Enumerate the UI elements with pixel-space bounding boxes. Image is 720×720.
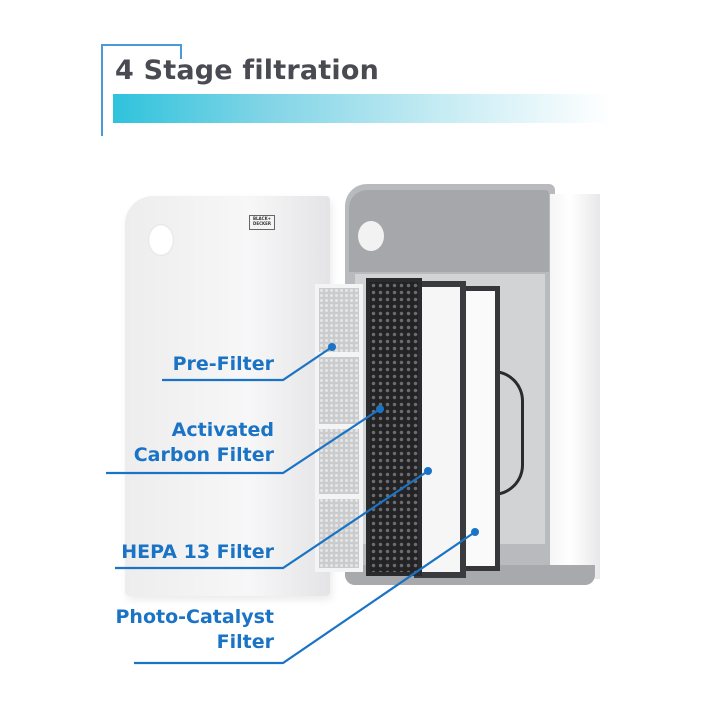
- label-photo-catalyst-filter: Photo-Catalyst Filter: [116, 605, 275, 655]
- carbon-filter: [366, 278, 422, 576]
- brand-logo: BLACK+ DECKER: [249, 215, 275, 230]
- label-pre-filter: Pre-Filter: [173, 352, 274, 377]
- unit-sensor-circle: [358, 221, 384, 251]
- label-line: Photo-Catalyst: [115, 606, 275, 628]
- header-frame-left: [101, 44, 103, 136]
- unit-side-cover: [550, 194, 600, 579]
- label-carbon-filter: Activated Carbon Filter: [134, 418, 274, 468]
- panel-sensor-hole: [148, 224, 174, 256]
- label-line: Pre-Filter: [172, 353, 274, 375]
- page-title: 4 Stage filtration: [115, 55, 380, 86]
- label-line: Activated: [171, 419, 274, 441]
- brand-logo-line2: DECKER: [253, 221, 271, 226]
- pre-filter-rib: [315, 352, 363, 357]
- pre-filter-rib: [315, 494, 363, 499]
- label-hepa-filter: HEPA 13 Filter: [121, 540, 274, 565]
- accent-gradient-bar: [113, 94, 610, 123]
- label-line: HEPA 13 Filter: [121, 541, 274, 563]
- front-panel: [125, 196, 330, 596]
- label-line: Filter: [216, 631, 274, 653]
- header-frame-drop: [180, 44, 182, 59]
- header-frame-top: [101, 44, 181, 46]
- label-line: Carbon Filter: [133, 444, 274, 466]
- brand-logo-line1: BLACK+: [252, 216, 272, 221]
- pre-filter-rib: [315, 424, 363, 429]
